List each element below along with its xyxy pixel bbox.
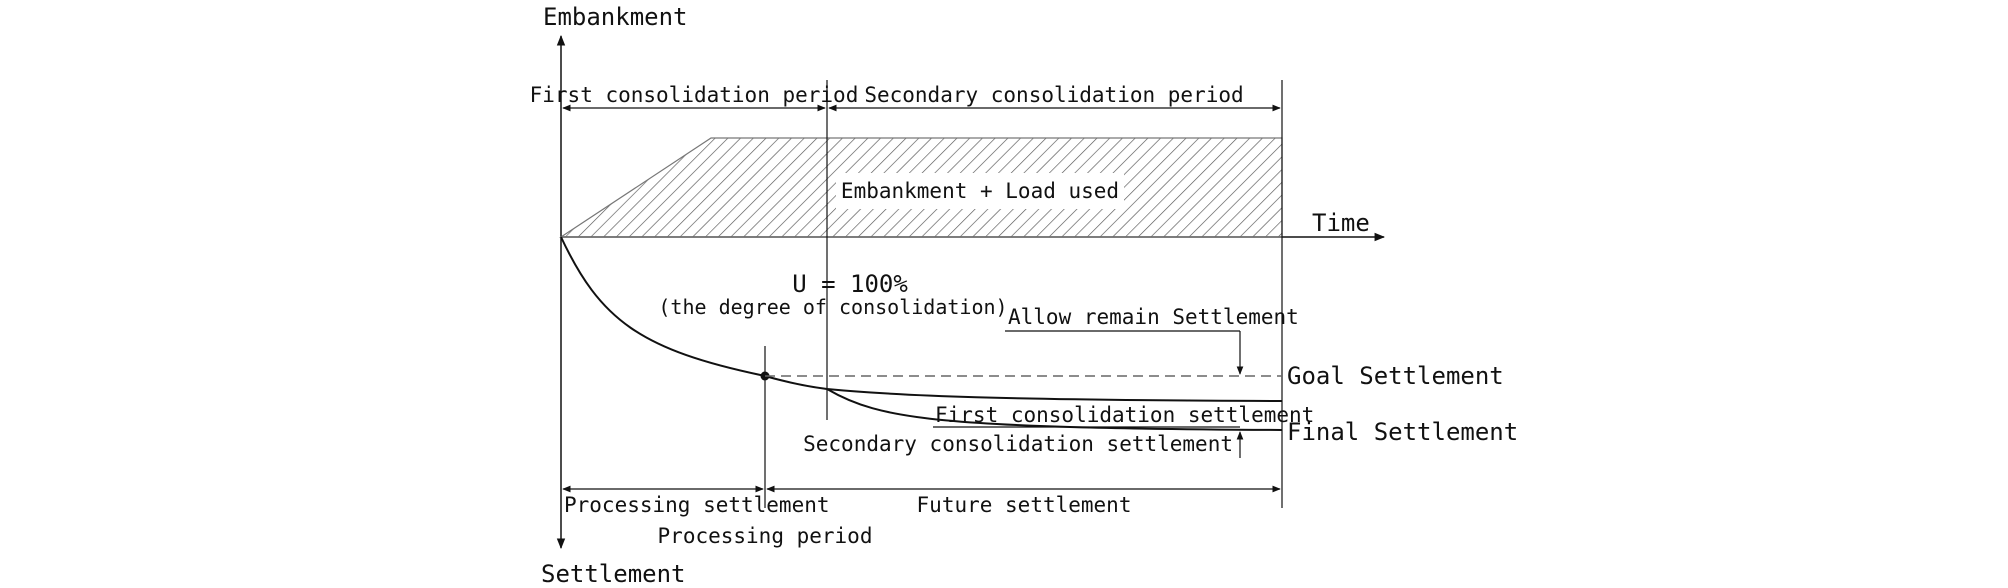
u100-label: U = 100% bbox=[792, 270, 908, 298]
primary-settlement-curve bbox=[560, 236, 1283, 402]
time-axis-label: Time bbox=[1312, 209, 1370, 237]
embankment-axis-label: Embankment bbox=[543, 3, 688, 31]
load-region-label: Embankment + Load used bbox=[841, 179, 1119, 203]
final-settlement-label: Final Settlement bbox=[1287, 418, 1518, 446]
processing-period-label: Processing period bbox=[658, 524, 873, 548]
load-label-background bbox=[836, 173, 1124, 209]
allow-remain-label: Allow remain Settlement bbox=[1008, 305, 1299, 329]
settlement-axis-label: Settlement bbox=[541, 560, 686, 588]
secondary-settlement-curve bbox=[826, 388, 1283, 431]
first-consolidation-settlement-label: First consolidation settlement bbox=[935, 403, 1314, 427]
consolidation-degree-note: (the degree of consolidation) bbox=[658, 295, 1007, 319]
first-period-label: First consolidation period bbox=[530, 83, 859, 107]
goal-settlement-label: Goal Settlement bbox=[1287, 362, 1504, 390]
future-settlement-label: Future settlement bbox=[917, 493, 1132, 517]
secondary-period-label: Secondary consolidation period bbox=[864, 83, 1243, 107]
secondary-consolidation-settlement-label: Secondary consolidation settlement bbox=[803, 432, 1233, 456]
processing-settlement-label: Processing settlement bbox=[564, 493, 830, 517]
